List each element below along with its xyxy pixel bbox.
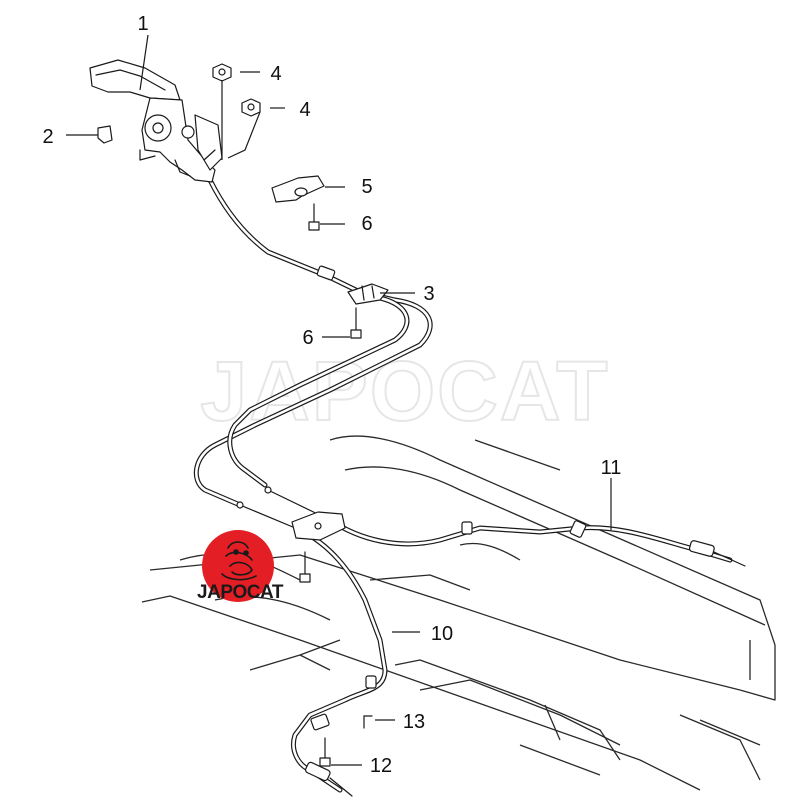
bolt-part-12 [319, 737, 331, 767]
bracket-part-5 [271, 175, 325, 203]
callout-3: 3 [423, 283, 434, 305]
guide-bracket-part-3 [347, 283, 389, 305]
bolt-part-6-top [308, 203, 320, 231]
nut-part-4-top [212, 63, 232, 82]
logo-text: JAPOCAT [197, 582, 284, 603]
callout-12: 12 [370, 755, 392, 777]
nut-part-4-bottom [241, 98, 261, 117]
callout-6b: 6 [302, 327, 313, 349]
callout-13: 13 [403, 711, 425, 733]
callout-2: 2 [42, 126, 53, 148]
clip-part-13 [363, 715, 373, 729]
japocat-logo: JAPOCAT [197, 530, 284, 603]
logo-cat-icon [221, 541, 257, 581]
watermark: JAPOCAT [200, 344, 609, 438]
hand-brake-lever [89, 59, 223, 183]
callout-11: 11 [601, 457, 622, 479]
callout-10: 10 [431, 623, 453, 645]
bolt-near-logo [299, 551, 311, 583]
callout-4b: 4 [299, 99, 310, 121]
callout-6a: 6 [361, 213, 372, 235]
callout-labels: 1 2 4 4 5 6 3 6 11 10 13 12 [42, 13, 621, 777]
callout-4a: 4 [270, 63, 281, 85]
equalizer-bracket [291, 511, 346, 541]
callout-1: 1 [137, 13, 148, 35]
leader-lines [66, 34, 612, 766]
bolt-part-6-mid [350, 307, 362, 339]
rear-cable-left [291, 527, 388, 797]
callout-5: 5 [361, 176, 372, 198]
clip-part-2 [97, 125, 113, 144]
cable-connector [316, 265, 336, 281]
rear-cable-right [327, 517, 746, 567]
floor-panels [141, 435, 776, 791]
front-cable [193, 177, 433, 508]
